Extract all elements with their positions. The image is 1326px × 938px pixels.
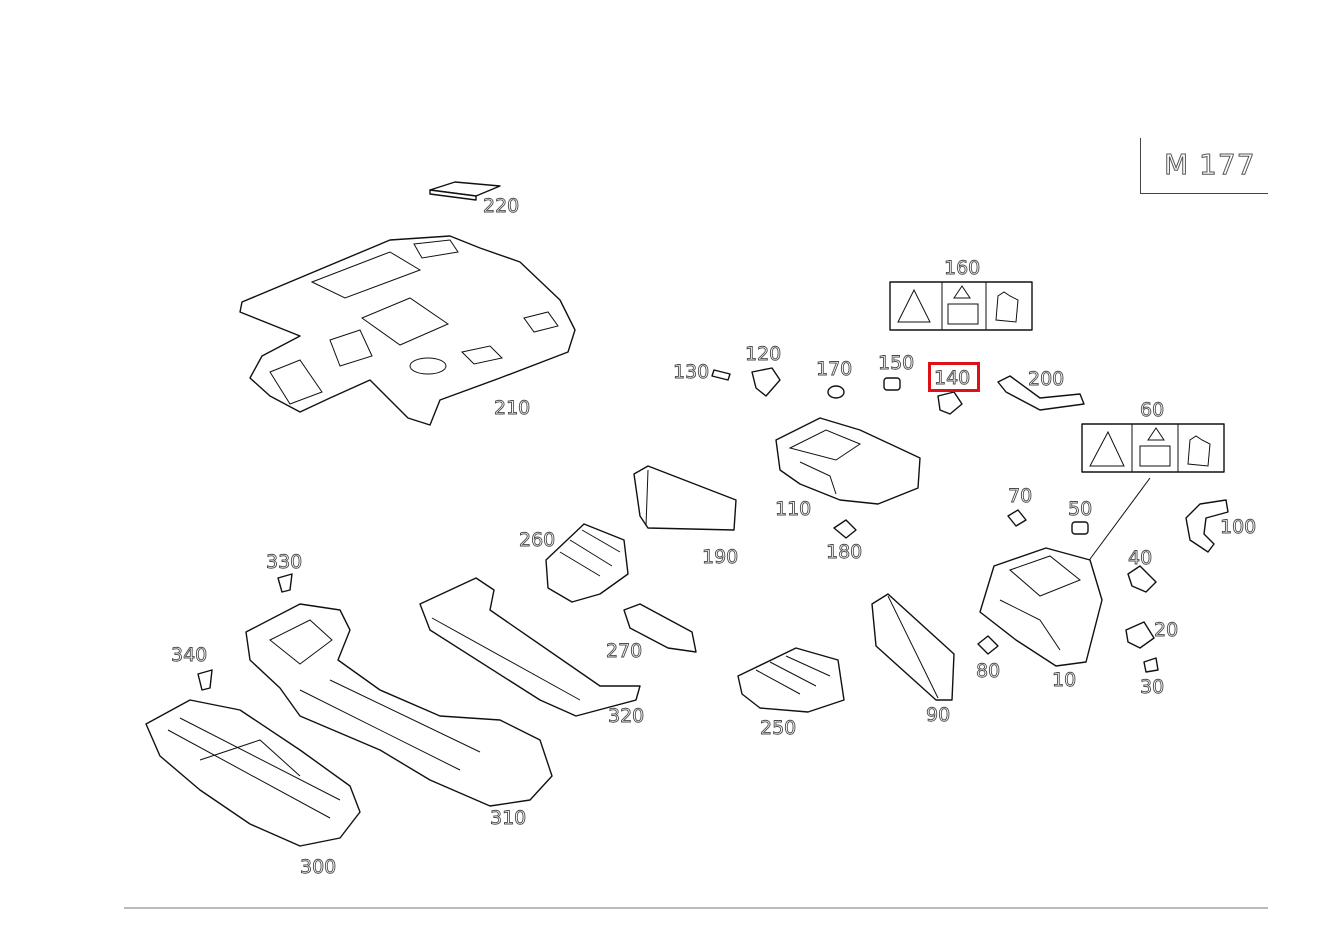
- callout-80[interactable]: 80: [976, 660, 1001, 683]
- callout-220[interactable]: 220: [483, 195, 520, 218]
- callout-180[interactable]: 180: [826, 541, 863, 564]
- part-220-drawing[interactable]: [429, 181, 501, 201]
- part-150-drawing[interactable]: [883, 377, 901, 391]
- part-250-drawing[interactable]: [737, 647, 845, 713]
- callout-120[interactable]: 120: [745, 343, 782, 366]
- callout-60[interactable]: 60: [1140, 399, 1165, 422]
- part-30-drawing[interactable]: [1143, 657, 1159, 673]
- part-170-drawing[interactable]: [827, 385, 845, 399]
- callout-150[interactable]: 150: [878, 352, 915, 375]
- callout-270[interactable]: 270: [606, 640, 643, 663]
- footer-divider: [124, 907, 1268, 909]
- callout-260[interactable]: 260: [519, 529, 556, 552]
- callout-30[interactable]: 30: [1140, 676, 1165, 699]
- part-90-drawing[interactable]: [871, 593, 955, 701]
- part-80-drawing[interactable]: [977, 635, 999, 655]
- part-110-drawing[interactable]: [775, 417, 921, 505]
- part-20-drawing[interactable]: [1125, 621, 1155, 649]
- part-100-drawing[interactable]: [1185, 499, 1229, 553]
- callout-70[interactable]: 70: [1008, 485, 1033, 508]
- part-40-drawing[interactable]: [1127, 565, 1157, 593]
- selected-part-highlight: [928, 362, 980, 392]
- part-10-drawing[interactable]: [979, 547, 1103, 667]
- callout-140[interactable]: 140: [934, 367, 971, 390]
- callout-310[interactable]: 310: [490, 807, 527, 830]
- part-180-drawing[interactable]: [833, 519, 857, 539]
- part-120-drawing[interactable]: [751, 367, 781, 397]
- callout-130[interactable]: 130: [673, 361, 710, 384]
- part-210-drawing[interactable]: [239, 235, 576, 426]
- part-270-drawing[interactable]: [623, 603, 697, 653]
- callout-10[interactable]: 10: [1052, 669, 1077, 692]
- part-260-drawing[interactable]: [545, 523, 629, 603]
- callout-20[interactable]: 20: [1154, 619, 1179, 642]
- part-160-warning-label[interactable]: [889, 281, 1033, 331]
- part-50-drawing[interactable]: [1071, 521, 1089, 535]
- callout-340[interactable]: 340: [171, 644, 208, 667]
- callout-170[interactable]: 170: [816, 358, 853, 381]
- callout-90[interactable]: 90: [926, 704, 951, 727]
- part-200-drawing[interactable]: [997, 375, 1085, 411]
- callout-320[interactable]: 320: [608, 705, 645, 728]
- callout-330[interactable]: 330: [266, 551, 303, 574]
- engine-code-label: M 177: [1164, 148, 1256, 182]
- callout-190[interactable]: 190: [702, 546, 739, 569]
- callout-200[interactable]: 200: [1028, 368, 1065, 391]
- callout-160[interactable]: 160: [944, 257, 981, 280]
- callout-300[interactable]: 300: [300, 856, 337, 879]
- callout-250[interactable]: 250: [760, 717, 797, 740]
- callout-100[interactable]: 100: [1220, 516, 1257, 539]
- callout-50[interactable]: 50: [1068, 498, 1093, 521]
- part-300-drawing[interactable]: [145, 699, 361, 847]
- part-320-drawing[interactable]: [419, 577, 641, 717]
- part-70-drawing[interactable]: [1007, 509, 1027, 527]
- engine-code-box: [1140, 138, 1268, 194]
- part-130-drawing[interactable]: [711, 369, 731, 381]
- part-190-drawing[interactable]: [633, 465, 737, 531]
- part-60-warning-label[interactable]: [1075, 423, 1225, 579]
- part-310-drawing[interactable]: [245, 603, 553, 807]
- callout-40[interactable]: 40: [1128, 547, 1153, 570]
- part-140-drawing[interactable]: [937, 391, 963, 415]
- callout-110[interactable]: 110: [775, 498, 812, 521]
- callout-210[interactable]: 210: [494, 397, 531, 420]
- part-330-drawing[interactable]: [277, 573, 293, 593]
- part-340-drawing[interactable]: [197, 669, 213, 691]
